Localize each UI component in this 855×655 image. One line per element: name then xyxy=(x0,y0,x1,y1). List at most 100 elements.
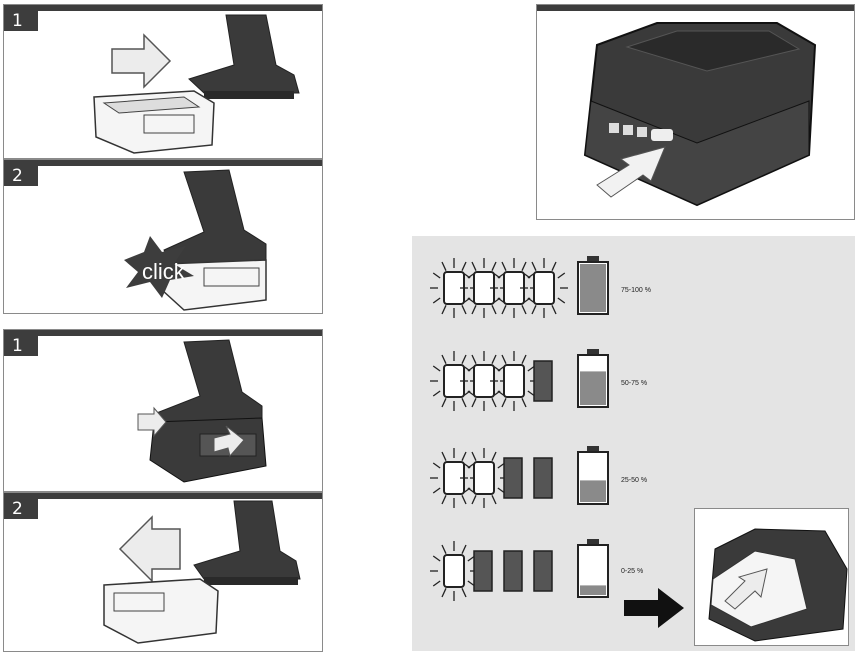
led-ray xyxy=(461,354,467,364)
battery-top-illustration xyxy=(583,22,817,207)
led-ray xyxy=(491,261,497,271)
led-ray xyxy=(501,305,507,315)
battery-terminal xyxy=(587,256,599,263)
step-bar xyxy=(4,160,322,166)
led-ray xyxy=(441,451,447,461)
led-ray xyxy=(521,305,527,315)
led-ray xyxy=(461,451,467,461)
led-ray xyxy=(441,305,447,315)
led-ray xyxy=(471,305,477,315)
led-ray xyxy=(462,390,471,397)
led-ray xyxy=(462,297,471,304)
charge-button-icon xyxy=(651,129,673,141)
insert-step-1-illustration xyxy=(93,14,300,154)
battery-terminal xyxy=(587,349,599,356)
led-ray xyxy=(557,297,566,304)
step-bar xyxy=(4,5,322,11)
led-ray xyxy=(521,398,527,408)
arrow-right-icon xyxy=(111,33,172,89)
led-ray xyxy=(521,261,527,271)
tool-handle xyxy=(193,500,301,580)
arrow-press-icon xyxy=(137,406,167,438)
led-ray xyxy=(462,487,471,494)
charger-panel xyxy=(694,508,849,646)
tool-handle xyxy=(188,14,300,94)
remove-step-1-illustration xyxy=(137,339,267,483)
led-ray xyxy=(461,398,467,408)
led-ray xyxy=(441,354,447,364)
charge-level-label: 0-25 % xyxy=(621,568,644,575)
tool-handle xyxy=(153,339,263,429)
led-lit-icon xyxy=(533,271,555,305)
insert-step-2-illustration xyxy=(124,169,267,311)
led-ray xyxy=(531,305,537,315)
led-ray xyxy=(491,495,497,505)
arrow-left-icon xyxy=(118,515,181,583)
led-ray xyxy=(501,261,507,271)
led-ray xyxy=(492,272,501,279)
charge-level-label: 25-50 % xyxy=(621,477,648,484)
led-ray xyxy=(557,272,566,279)
remove-step-2-panel: 2 xyxy=(3,492,323,652)
led-ray xyxy=(491,398,497,408)
step-number: 2 xyxy=(4,166,38,186)
led-ray xyxy=(441,544,447,554)
click-burst-icon xyxy=(124,236,194,298)
led-ray xyxy=(491,305,497,315)
led-off-icon xyxy=(533,457,553,499)
led-ray xyxy=(432,272,441,279)
charge-level-illustrations xyxy=(430,256,609,601)
battery-fill xyxy=(580,264,606,312)
remove-step-1-panel: 1 xyxy=(3,329,323,492)
led-ray xyxy=(492,390,501,397)
led-ray xyxy=(461,588,467,598)
led-off-icon xyxy=(473,550,493,592)
led-ray xyxy=(492,365,501,372)
led-ray xyxy=(471,261,477,271)
charge-indicator-panel xyxy=(536,4,855,220)
led-ray xyxy=(432,555,441,562)
led-ray xyxy=(471,495,477,505)
battery-fill xyxy=(580,480,606,502)
arrow-press-icon xyxy=(724,568,768,610)
led-ray xyxy=(491,354,497,364)
led-off-icon xyxy=(533,550,553,592)
arrow-press-icon xyxy=(213,425,245,458)
charge-level-chart xyxy=(412,236,855,651)
led-icon xyxy=(623,125,633,135)
led-ray xyxy=(461,305,467,315)
led-ray xyxy=(551,305,557,315)
step-bar xyxy=(4,493,322,499)
led-ray xyxy=(462,365,471,372)
led-ray xyxy=(462,462,471,469)
led-ray xyxy=(501,398,507,408)
arrow-press-icon xyxy=(596,146,666,198)
led-ray xyxy=(441,398,447,408)
charger-illustration xyxy=(708,528,848,642)
led-ray xyxy=(441,261,447,271)
led-ray xyxy=(522,297,531,304)
led-off-icon xyxy=(533,360,553,402)
led-icon xyxy=(637,127,647,137)
battery-fill xyxy=(580,371,606,405)
led-ray xyxy=(432,390,441,397)
led-ray xyxy=(461,544,467,554)
led-lit-icon xyxy=(473,461,495,495)
led-ray xyxy=(432,297,441,304)
led-ray xyxy=(461,495,467,505)
led-ray xyxy=(471,398,477,408)
led-icon xyxy=(609,123,619,133)
led-ray xyxy=(432,462,441,469)
step-number: 2 xyxy=(4,499,38,519)
insert-step-2-panel: 2 click xyxy=(3,159,323,314)
led-off-icon xyxy=(503,457,523,499)
step-number: 1 xyxy=(4,11,38,31)
led-off-icon xyxy=(503,550,523,592)
remove-step-2-illustration xyxy=(103,500,301,644)
charge-level-label: 75-100 % xyxy=(621,287,651,294)
battery-terminal xyxy=(587,446,599,453)
led-ray xyxy=(432,580,441,587)
led-lit-icon xyxy=(443,554,465,588)
battery-terminal xyxy=(587,539,599,546)
led-ray xyxy=(501,354,507,364)
